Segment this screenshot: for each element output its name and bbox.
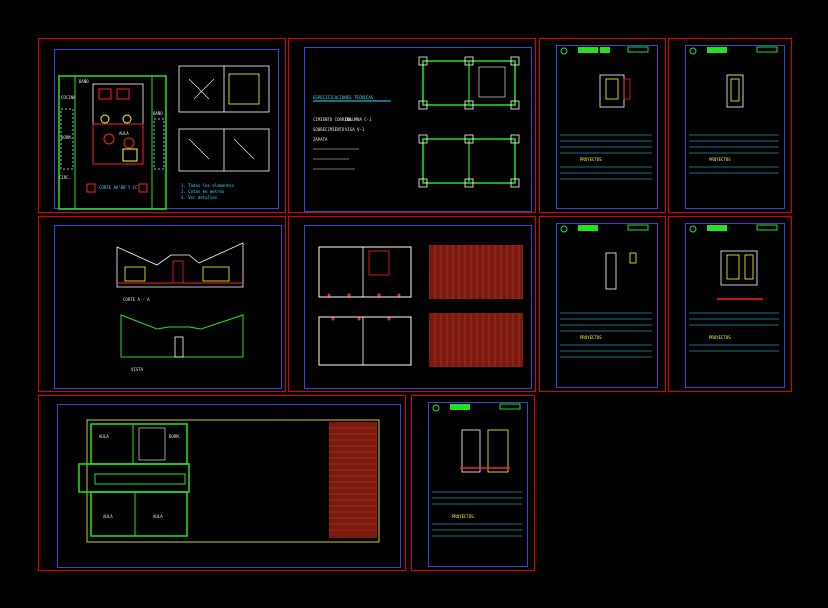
foundation-drawing: ESPECIFICACIONES TECNICAS CIMIENTO CORRI… <box>313 56 520 188</box>
specs-title: ESPECIFICACIONES TECNICAS <box>313 95 374 100</box>
sheet-detail-2[interactable]: PROYECTOS <box>668 38 792 213</box>
room-label: AULA <box>99 434 109 439</box>
proyectos-label: PROYECTOS <box>580 335 602 340</box>
plan-roof-drawing <box>318 245 523 367</box>
room-label: AULA <box>119 131 129 136</box>
room-label: CIRC. <box>59 175 71 180</box>
note-line: 3. Ver detalles <box>181 195 218 200</box>
detail-drawing: PROYECTOS <box>432 403 522 537</box>
proyectos-label: PROYECTOS <box>709 335 731 340</box>
sheet-frame <box>57 404 401 568</box>
section-caption: CORTE A - A <box>123 297 150 302</box>
spec-line: COLUMNA C-1 <box>345 117 372 122</box>
room-label: DORM. <box>61 135 73 140</box>
sheet-frame <box>304 47 532 212</box>
room-label: AULA <box>103 514 113 519</box>
note-line: 2. Cotas en metros <box>181 189 225 194</box>
sheet-detail-3[interactable]: PROYECTOS <box>539 216 666 392</box>
sheet-foundation[interactable]: ESPECIFICACIONES TECNICAS CIMIENTO CORRI… <box>288 38 536 213</box>
spec-line: CIMIENTO CORRIDO <box>313 117 352 122</box>
detail-drawing: PROYECTOS <box>560 46 652 180</box>
large-plan-drawing: AULA DORM. AULA AULA <box>78 419 380 543</box>
room-label: COCINA <box>61 95 76 100</box>
sheet-frame <box>304 225 532 389</box>
sheet-plan-roof[interactable] <box>288 216 536 392</box>
room-label: BAÑO <box>153 111 163 116</box>
spec-line: VIGA V-1 <box>345 127 365 132</box>
room-label: BAÑO <box>79 79 89 84</box>
detail-drawing: PROYECTOS <box>689 224 779 352</box>
elevation-caption: VISTA <box>131 367 144 372</box>
room-label: DORM. <box>169 434 181 439</box>
plan-caption: CORTE AA'BB'Y CC <box>99 185 138 190</box>
sheet-frame <box>556 45 658 209</box>
spec-line: SOBRECIMIENTO <box>313 127 345 132</box>
proyectos-label: PROYECTOS <box>452 514 474 519</box>
floor-plan-drawing: BAÑO COCINA DORM. AULA BAÑO CIRC. CORTE … <box>58 65 270 210</box>
sheet-frame <box>685 45 785 209</box>
sheet-detail-4[interactable]: PROYECTOS <box>668 216 792 392</box>
proyectos-label: PROYECTOS <box>709 157 731 162</box>
detail-drawing: PROYECTOS <box>689 46 779 174</box>
room-label: AULA <box>153 514 163 519</box>
sheet-frame <box>428 402 528 567</box>
sheet-sections[interactable]: CORTE A - A VISTA <box>38 216 286 392</box>
note-line: 1. Todos los elementos <box>181 183 235 188</box>
detail-drawing: PROYECTOS <box>560 224 652 358</box>
section-drawing: CORTE A - A VISTA <box>116 242 244 372</box>
sheet-frame <box>54 225 282 389</box>
sheet-detail-1[interactable]: PROYECTOS <box>539 38 666 213</box>
sheet-frame <box>556 223 658 388</box>
proyectos-label: PROYECTOS <box>580 157 602 162</box>
spec-line: ZAPATA <box>313 137 328 142</box>
sheet-plan-details[interactable]: BAÑO COCINA DORM. AULA BAÑO CIRC. CORTE … <box>38 38 286 213</box>
sheet-detail-5[interactable]: PROYECTOS <box>411 395 535 571</box>
sheet-frame <box>685 223 785 388</box>
sheet-large-plan[interactable]: AULA DORM. AULA AULA <box>38 395 406 571</box>
